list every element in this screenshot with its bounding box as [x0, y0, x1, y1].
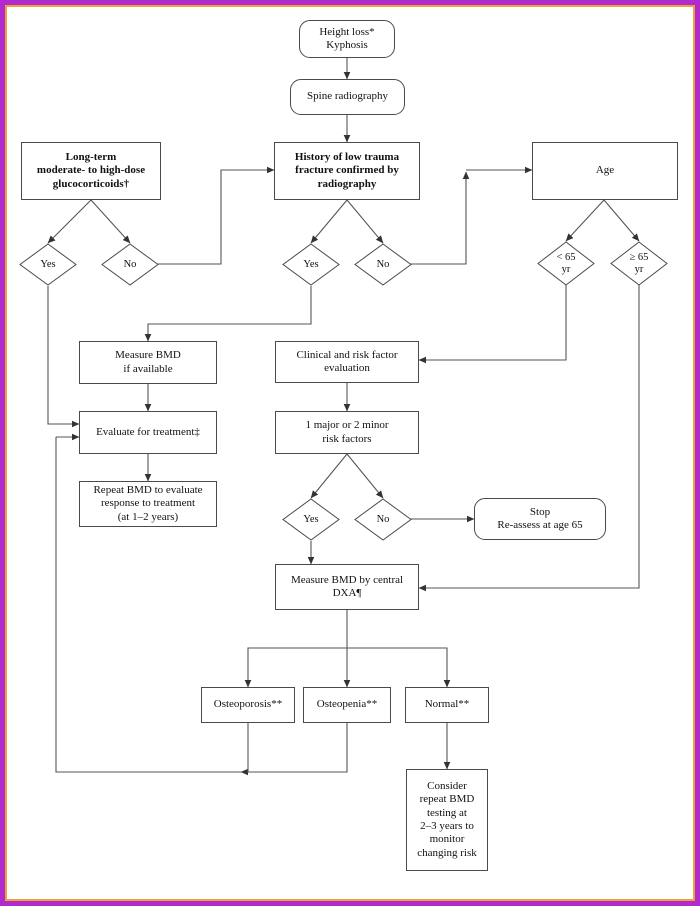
decision-risk-no: No	[354, 498, 412, 541]
node-spine-radiography: Spine radiography	[290, 79, 405, 115]
node-normal: Normal**	[405, 687, 489, 723]
node-stop-reassess: Stop Re-assess at age 65	[474, 498, 606, 540]
decision-label: Yes	[40, 258, 56, 270]
node-long-term-glucocorticoids: Long-term moderate- to high-dose glucoco…	[21, 142, 161, 200]
node-risk-factors: 1 major or 2 minor risk factors	[275, 411, 419, 454]
node-osteoporosis: Osteoporosis**	[201, 687, 295, 723]
node-measure-bmd-if-available: Measure BMD if available	[79, 341, 217, 384]
decision-label: No	[376, 258, 390, 270]
node-clinical-risk-factor-evaluation: Clinical and risk factor evaluation	[275, 341, 419, 383]
decision-glucocorticoids-no: No	[101, 243, 159, 286]
node-osteopenia: Osteopenia**	[303, 687, 391, 723]
decision-risk-yes: Yes	[282, 498, 340, 541]
decision-label: Yes	[303, 258, 319, 270]
diamond-shape	[354, 243, 412, 286]
decision-label: ≥ 65 yr	[629, 251, 649, 275]
decision-label: < 65 yr	[556, 251, 576, 275]
node-measure-bmd-central-dxa: Measure BMD by central DXA¶	[275, 564, 419, 610]
decision-label: Yes	[303, 513, 319, 525]
node-height-loss: Height loss* Kyphosis	[299, 20, 395, 58]
decision-fracture-yes: Yes	[282, 243, 340, 286]
node-history-low-trauma-fracture: History of low trauma fracture confirmed…	[274, 142, 420, 200]
diamond-shape	[537, 241, 595, 286]
decision-label: No	[376, 513, 390, 525]
node-evaluate-for-treatment: Evaluate for treatment‡	[79, 411, 217, 454]
decision-age-65-or-over: ≥ 65 yr	[610, 241, 668, 286]
decision-age-under-65: < 65 yr	[537, 241, 595, 286]
diamond-shape	[354, 498, 412, 541]
diamond-shape	[101, 243, 159, 286]
node-age: Age	[532, 142, 678, 200]
decision-label: No	[123, 258, 137, 270]
decision-fracture-no: No	[354, 243, 412, 286]
node-consider-repeat-bmd: Consider repeat BMD testing at 2–3 years…	[406, 769, 488, 871]
diamond-shape	[19, 243, 77, 286]
decision-glucocorticoids-yes: Yes	[19, 243, 77, 286]
diamond-shape	[610, 241, 668, 286]
diamond-shape	[282, 498, 340, 541]
node-repeat-bmd-response: Repeat BMD to evaluate response to treat…	[79, 481, 217, 527]
diamond-shape	[282, 243, 340, 286]
